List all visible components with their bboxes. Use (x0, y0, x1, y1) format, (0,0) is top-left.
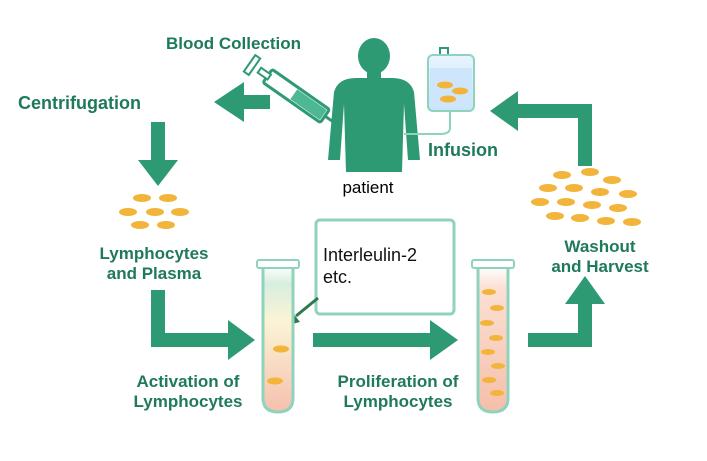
centrifugation-label: Centrifugation (18, 93, 141, 113)
infusion-label: Infusion (428, 140, 498, 160)
lymphocytes-plasma-label: Lymphocytes and Plasma (84, 244, 224, 284)
proliferation-line-1: Proliferation of (337, 372, 459, 391)
activation-line-1: Activation of (136, 372, 240, 391)
proliferation-label: Proliferation of Lymphocytes (318, 372, 478, 412)
patient-silhouette-icon (328, 38, 420, 172)
activation-test-tube-icon (256, 259, 300, 414)
arrow-to-washout (528, 276, 605, 347)
proliferation-line-2: Lymphocytes (343, 392, 453, 411)
activation-line-2: Lymphocytes (133, 392, 243, 411)
lymphocytes-plasma-line-1: Lymphocytes (99, 244, 209, 263)
interleukin-line-2: etc. (323, 267, 353, 287)
blood-collection-label: Blood Collection (166, 34, 302, 53)
interleukin-box (314, 218, 456, 316)
interleukin-line-1: Interleulin-2 (323, 245, 418, 265)
lymphocyte-pellets-left (119, 194, 189, 229)
interleukin-label: Interleulin-2 etc. (323, 244, 453, 288)
lymphocytes-plasma-line-2: and Plasma (106, 264, 202, 283)
activation-label: Activation of Lymphocytes (118, 372, 258, 412)
arrow-to-centrifugation (214, 82, 270, 122)
arrow-to-infusion (490, 91, 592, 166)
arrow-to-activation-tube (151, 290, 255, 360)
arrow-down-to-lymphocytes (138, 122, 178, 186)
washout-harvest-line-1: Washout (564, 237, 636, 256)
washout-harvest-line-2: and Harvest (551, 257, 649, 276)
proliferation-test-tube-icon (471, 259, 515, 414)
washout-harvest-label: Washout and Harvest (530, 237, 670, 277)
arrow-to-proliferation-tube (313, 320, 458, 360)
syringe-icon (242, 53, 341, 128)
patient-label: patient (342, 178, 394, 197)
iv-bag-icon (404, 47, 475, 135)
lymphocyte-pellets-right (531, 168, 641, 226)
